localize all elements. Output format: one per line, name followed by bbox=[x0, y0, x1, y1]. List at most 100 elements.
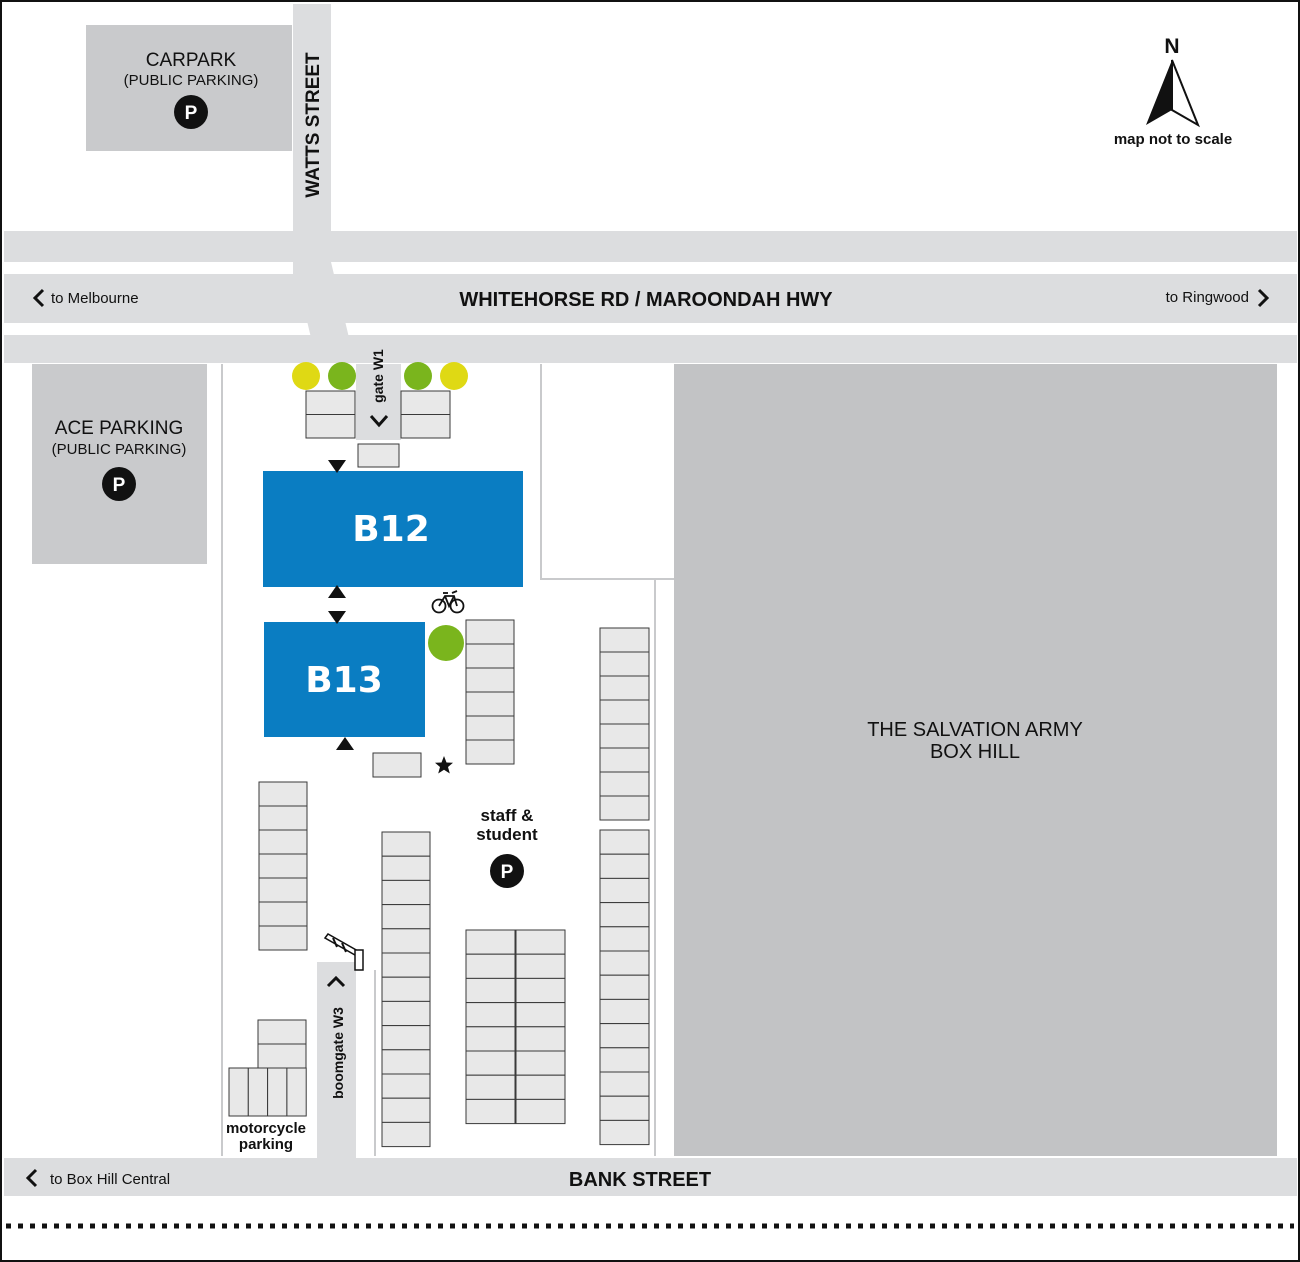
parking-bay bbox=[599, 829, 650, 855]
parking-bay bbox=[465, 667, 515, 693]
parking-bay bbox=[465, 1074, 516, 1100]
parking-bay bbox=[228, 1067, 249, 1117]
parking-bay bbox=[599, 795, 650, 821]
parking-bay bbox=[599, 651, 650, 677]
parking-bay bbox=[599, 950, 650, 976]
whitehorse-rd-lane-middle bbox=[4, 274, 1297, 323]
parking-bay bbox=[515, 1050, 566, 1076]
map-scale-note: map not to scale bbox=[1114, 131, 1232, 148]
parking-bay bbox=[381, 1025, 431, 1051]
parking-icon: P bbox=[174, 95, 208, 129]
parking-bay bbox=[599, 747, 650, 773]
to-ringwood-label: to Ringwood bbox=[1166, 289, 1249, 306]
parking-bay bbox=[465, 619, 515, 645]
parking-bay bbox=[381, 1121, 431, 1148]
parking-bay bbox=[258, 781, 308, 807]
gate-w1-lane bbox=[356, 364, 401, 440]
tree-green bbox=[328, 362, 356, 390]
chevron-up-icon bbox=[326, 975, 346, 988]
parking-bay bbox=[258, 853, 308, 879]
bank-street bbox=[4, 1158, 1297, 1196]
parking-bay bbox=[465, 977, 516, 1004]
parking-bay bbox=[258, 805, 308, 831]
parking-bay bbox=[599, 1023, 650, 1049]
carpark-name: CARPARK bbox=[146, 50, 237, 71]
parking-bay bbox=[515, 1026, 566, 1052]
parking-bay bbox=[599, 1047, 650, 1073]
parking-bay bbox=[465, 929, 516, 955]
building-b13-label: B13 bbox=[305, 660, 383, 701]
carpark-public-parking bbox=[86, 25, 292, 151]
parking-bay bbox=[599, 771, 650, 797]
parking-bay bbox=[267, 1067, 288, 1117]
parking-bay bbox=[599, 853, 650, 879]
parking-bay bbox=[465, 643, 515, 669]
parking-icon-glyph: P bbox=[113, 475, 126, 496]
tree-yellow bbox=[292, 362, 320, 390]
parking-bay bbox=[247, 1067, 269, 1117]
parking-bay bbox=[465, 715, 515, 741]
parking-bay bbox=[381, 1097, 431, 1123]
carpark-sub: (PUBLIC PARKING) bbox=[124, 72, 259, 89]
parking-bay bbox=[515, 1074, 566, 1100]
to-box-hill-central-label: to Box Hill Central bbox=[50, 1171, 170, 1188]
parking-bay bbox=[599, 1071, 650, 1097]
building-b12 bbox=[263, 471, 523, 587]
entrance-triangle-down bbox=[328, 611, 346, 624]
arrow-right-icon bbox=[1257, 288, 1270, 308]
arrow-left-icon bbox=[32, 288, 45, 308]
motorcycle-parking-label-2: parking bbox=[239, 1136, 293, 1153]
parking-icon: P bbox=[102, 467, 136, 501]
parking-bay bbox=[381, 928, 431, 954]
parking-bay bbox=[257, 1043, 307, 1069]
chevron-down-icon bbox=[369, 415, 389, 428]
boomgate-w3-lane bbox=[317, 962, 356, 1158]
tree-green bbox=[404, 362, 432, 390]
salvation-army-label-2: BOX HILL bbox=[930, 741, 1020, 763]
parking-bay bbox=[286, 1067, 307, 1117]
north-arrow-icon bbox=[1146, 59, 1201, 128]
parking-bay bbox=[372, 752, 422, 778]
parking-bay bbox=[599, 675, 650, 701]
motorcycle-parking-label-1: motorcycle bbox=[226, 1120, 306, 1137]
parking-bay bbox=[465, 953, 516, 979]
parking-bay bbox=[381, 1000, 431, 1027]
entrance-triangle-down bbox=[328, 460, 346, 473]
gate-w1-label: gate W1 bbox=[370, 349, 386, 403]
parking-bay bbox=[381, 879, 431, 906]
parking-bay bbox=[400, 414, 451, 439]
parking-bay bbox=[381, 831, 431, 857]
salvation-army-area bbox=[674, 364, 1277, 1156]
parking-bay bbox=[599, 723, 650, 749]
whitehorse-rd-lane-north bbox=[4, 231, 1297, 262]
parking-bay bbox=[515, 1002, 566, 1028]
parking-bay bbox=[258, 925, 308, 951]
whitehorse-rd-lane-south bbox=[4, 335, 1297, 363]
ace-parking-name: ACE PARKING bbox=[55, 418, 183, 439]
whitehorse-rd-label: WHITEHORSE RD / MAROONDAH HWY bbox=[459, 289, 833, 311]
parking-bay bbox=[599, 926, 650, 952]
boom-barrier-icon bbox=[323, 933, 364, 971]
watts-street-junction bbox=[293, 262, 355, 363]
parking-bay bbox=[515, 977, 566, 1004]
parking-bay bbox=[257, 1019, 307, 1045]
parking-bay bbox=[258, 877, 308, 903]
watts-street-label: WATTS STREET bbox=[303, 52, 324, 198]
parking-bay bbox=[515, 953, 566, 979]
parking-bay bbox=[381, 855, 431, 881]
parking-bay bbox=[599, 699, 650, 725]
parking-bay bbox=[465, 1098, 516, 1125]
parking-bay bbox=[357, 443, 400, 468]
ace-parking-sub: (PUBLIC PARKING) bbox=[52, 441, 187, 458]
boomgate-w3-label: boomgate W3 bbox=[330, 1007, 346, 1099]
parking-bay bbox=[381, 1049, 431, 1075]
parking-bay bbox=[381, 1073, 431, 1099]
building-b13 bbox=[264, 622, 425, 737]
parking-bay bbox=[599, 974, 650, 1000]
tree-green bbox=[428, 625, 464, 661]
parking-bay bbox=[258, 901, 308, 927]
parking-bay bbox=[599, 1095, 650, 1121]
parking-bay bbox=[465, 739, 515, 765]
